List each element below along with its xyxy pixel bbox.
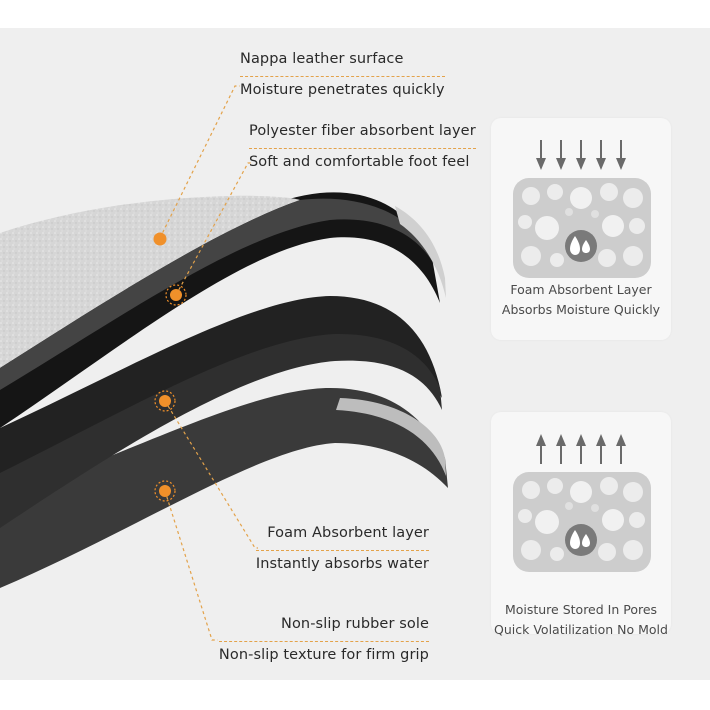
foam-block: [513, 472, 651, 572]
marker-polyester: [165, 284, 187, 306]
mat-layers-illustration: [0, 85, 448, 641]
callout-nappa: Nappa leather surface Moisture penetrate…: [240, 46, 445, 107]
card-stored-caption-2: Quick Volatilization No Mold: [494, 622, 668, 637]
foam-pores-graphic: [513, 140, 651, 278]
leader-polyester: [175, 162, 252, 296]
water-drops-icon: [565, 230, 597, 262]
foam-layer-band: [0, 333, 442, 528]
callout-polyester-subtitle: Soft and comfortable foot feel: [249, 154, 470, 170]
arrow-up-icon: [536, 434, 626, 464]
callout-nappa-title: Nappa leather surface: [240, 46, 445, 77]
card-stored-caption-1: Moisture Stored In Pores: [504, 602, 658, 617]
nappa-top-edge: [0, 198, 436, 390]
foam-block: [513, 178, 651, 278]
card-absorb-moisture: Foam Absorbent Layer Absorbs Moisture Qu…: [491, 118, 671, 340]
callout-foam-title: Foam Absorbent layer: [255, 520, 429, 551]
marker-foam: [154, 390, 176, 412]
callout-rubber: Non-slip rubber sole Non-slip texture fo…: [218, 611, 429, 672]
callout-polyester: Polyester fiber absorbent layer Soft and…: [249, 118, 476, 179]
callout-foam: Foam Absorbent layer Instantly absorbs w…: [255, 520, 429, 581]
card-moisture-stored: Moisture Stored In Pores Quick Volatiliz…: [491, 412, 671, 637]
nappa-rim: [395, 206, 446, 298]
card-absorb-caption-2: Absorbs Moisture Quickly: [501, 302, 661, 317]
nappa-leather-surface: [0, 195, 300, 368]
callout-rubber-title: Non-slip rubber sole: [218, 611, 429, 642]
leader-foam: [164, 400, 258, 549]
card-absorb-caption-1: Foam Absorbent Layer: [510, 282, 652, 297]
foam-layer: [0, 296, 442, 508]
arrow-down-icon: [536, 140, 626, 170]
marker-nappa: [153, 232, 167, 246]
water-drops-icon: [565, 524, 597, 556]
callout-polyester-title: Polyester fiber absorbent layer: [249, 118, 476, 149]
foam-pores-graphic: [513, 434, 651, 572]
rubber-sole-edge: [336, 398, 446, 476]
rubber-sole-layer: [0, 388, 448, 588]
callout-foam-subtitle: Instantly absorbs water: [255, 556, 429, 572]
callout-nappa-subtitle: Moisture penetrates quickly: [240, 82, 445, 98]
leader-rubber: [164, 490, 218, 641]
product-layer-diagram: Nappa leather surface Moisture penetrate…: [0, 28, 710, 680]
callout-rubber-subtitle: Non-slip texture for firm grip: [218, 647, 429, 663]
marker-rubber: [154, 480, 176, 502]
leader-nappa: [159, 85, 240, 239]
